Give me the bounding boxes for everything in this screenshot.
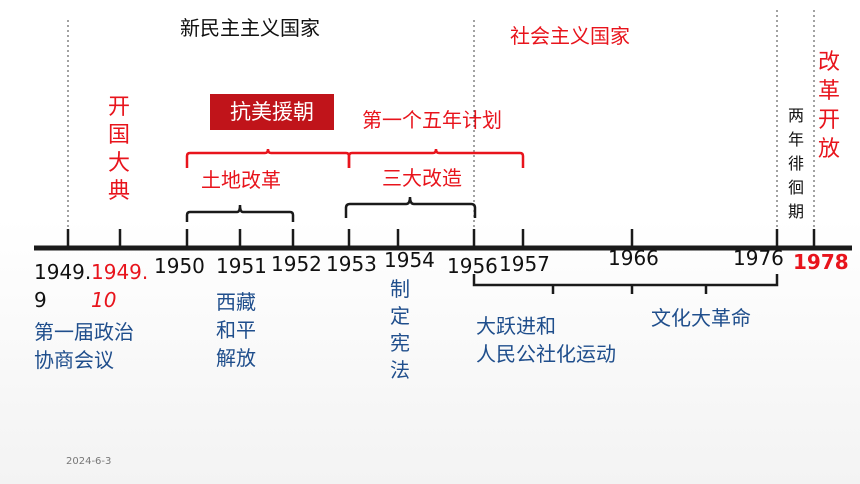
event-great-leap: 大跃进和 人民公社化运动: [476, 312, 616, 368]
event-two-year-wandering: 两年徘徊期: [787, 106, 804, 221]
event-cppcc-line2: 协商会议: [34, 348, 114, 372]
year-1956: 1956: [447, 254, 498, 278]
year-1976: 1976: [733, 246, 784, 270]
event-tibet-liberation: 西藏 和平 解放: [216, 288, 256, 372]
year-1949-9-line2: 9: [34, 288, 47, 312]
event-constitution: 制定宪法: [390, 277, 410, 382]
event-cppcc: 第一届政治 协商会议: [34, 318, 134, 374]
period-reform-opening: 改革开放: [817, 50, 840, 162]
year-1949-9-line1: 1949.: [34, 260, 92, 284]
year-1951: 1951: [216, 254, 267, 278]
bracket-1956-1976: [472, 274, 779, 294]
year-1953: 1953: [326, 252, 377, 276]
year-1966: 1966: [608, 246, 659, 270]
event-three-transformations: 三大改造: [382, 166, 462, 190]
event-great-leap-line2: 人民公社化运动: [476, 342, 616, 366]
period-socialism: 社会主义国家: [510, 24, 630, 48]
period-new-democracy: 新民主主义国家: [180, 16, 320, 40]
event-first-five-year-plan: 第一个五年计划: [362, 108, 502, 132]
year-1949-10-line1: 1949.: [91, 260, 149, 284]
footer-date: 2024-6-3: [66, 456, 112, 467]
event-founding-ceremony: 开国大典: [107, 95, 130, 204]
brace-land-reform: [185, 148, 351, 168]
brace-1950-1952: [185, 204, 295, 222]
year-1949-10-line2: 10: [91, 288, 117, 312]
event-great-leap-line1: 大跃进和: [476, 314, 556, 338]
year-1952: 1952: [271, 252, 322, 276]
year-1978: 1978: [793, 250, 849, 274]
event-land-reform: 土地改革: [201, 168, 281, 192]
year-1957: 1957: [499, 252, 550, 276]
axis-ticks: [66, 229, 816, 248]
year-1950: 1950: [154, 254, 205, 278]
event-tibet-line2: 和平: [216, 318, 256, 342]
event-resist-america-aid-korea: 抗美援朝: [210, 94, 334, 130]
brace-1953-1956: [344, 196, 477, 218]
event-tibet-line3: 解放: [216, 346, 256, 370]
year-1954: 1954: [384, 248, 435, 272]
event-cppcc-line1: 第一届政治: [34, 320, 134, 344]
event-tibet-line1: 西藏: [216, 290, 256, 314]
brace-three-transformations: [347, 148, 525, 168]
event-cultural-revolution: 文化大革命: [651, 306, 751, 330]
